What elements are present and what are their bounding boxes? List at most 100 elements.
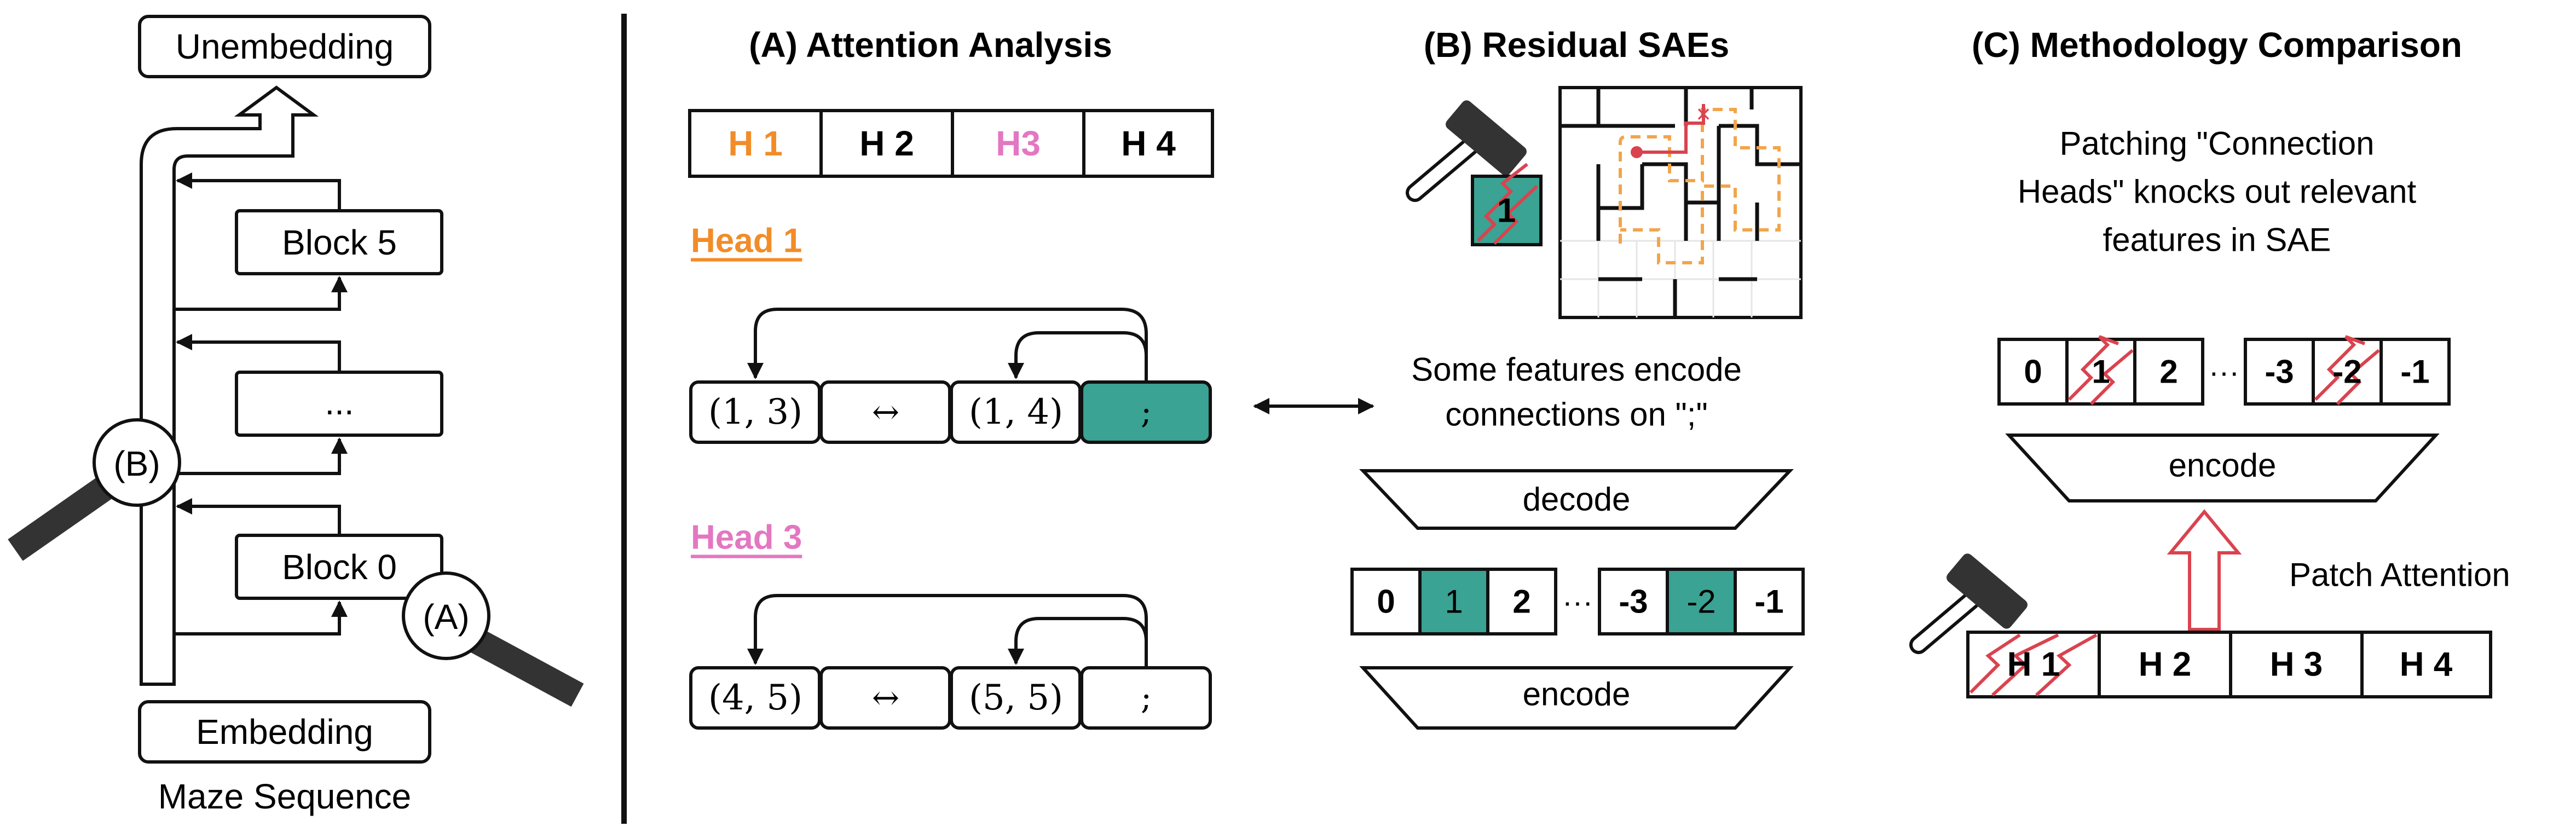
sae-cell — [2379, 338, 2451, 406]
maze-image: × — [1558, 86, 1803, 319]
encode-label-c: encode — [2169, 447, 2277, 484]
head-cell-3: H3 — [996, 124, 1041, 163]
write-arrow-block0 — [176, 498, 341, 535]
sae-cell-label: -3 — [1619, 583, 1648, 620]
patched-head-4: H 4 — [2400, 646, 2453, 684]
read-arrow-mid — [174, 437, 348, 475]
token-text: ↔ — [872, 393, 899, 431]
ellipsis-label: ... — [325, 383, 354, 422]
read-arrow-block5 — [174, 276, 348, 311]
token-text: ; — [1141, 393, 1152, 431]
token-text: (1, 3) — [708, 392, 802, 432]
magnifier-b-label: (B) — [113, 444, 160, 483]
panel-c-text-line3: features in SAE — [2103, 222, 2331, 258]
unembedding-box — [138, 15, 431, 78]
sae-cell-active — [1666, 568, 1737, 635]
sae-cell-label: -1 — [2400, 354, 2429, 390]
block5-label: Block 5 — [282, 223, 397, 262]
sae-cell-label: 1 — [2092, 354, 2110, 390]
patched-head-1: H 1 — [2007, 646, 2060, 684]
attention-arrow-short — [1008, 331, 1148, 382]
decode-trapezoid — [1359, 469, 1794, 530]
unembedding-label: Unembedding — [176, 27, 394, 66]
magnifier-a-label: (A) — [423, 597, 469, 637]
sae-cell — [1734, 568, 1805, 635]
maze-sequence-caption: Maze Sequence — [158, 777, 412, 816]
panel-b: (B) Residual SAEs 1 — [1350, 25, 1805, 730]
encode-label: encode — [1523, 676, 1631, 713]
read-arrow-block0 — [174, 600, 348, 635]
patch-attention-label: Patch Attention — [2289, 557, 2510, 593]
encode-trapezoid — [1359, 666, 1794, 730]
damage-zigzag — [1476, 163, 1528, 242]
head3-token-row: (4, 5) ↔ (5, 5) ; — [689, 594, 1212, 730]
attention-arrow-long — [747, 308, 1148, 382]
attention-arrow-short — [1008, 617, 1148, 668]
features-text-line2: connections on ";" — [1445, 396, 1708, 433]
hammer-icon — [1406, 100, 1527, 202]
sae-feature-row-patched: 0 1 2 ··· -3 -2 -1 — [1997, 335, 2451, 406]
features-text-line1: Some features encode — [1411, 351, 1742, 388]
transformer-diagram: Unembedding Block 5 ... Block 0 Embeddin… — [8, 15, 584, 816]
sae-cell — [1486, 568, 1557, 635]
token-text: ; — [1141, 679, 1152, 717]
token-text: (5, 5) — [969, 678, 1063, 718]
head1-token-row: (1, 3) ↔ (1, 4) ; — [689, 308, 1212, 444]
panel-b-title: (B) Residual SAEs — [1424, 25, 1729, 65]
panel-c-text-line1: Patching "Connection — [2059, 125, 2374, 162]
sae-cell — [2133, 338, 2204, 406]
head-cell-4: H 4 — [1121, 124, 1176, 163]
attention-arrow-long — [747, 594, 1148, 668]
block0-label: Block 0 — [282, 547, 397, 587]
maze-start-dot — [1631, 146, 1643, 158]
maze-solution-path — [1619, 108, 1781, 264]
head-cell-2: H 2 — [859, 124, 914, 163]
panel-c-title: (C) Methodology Comparison — [1972, 25, 2462, 65]
sae-cell — [1598, 568, 1669, 635]
magnifier-b-icon — [93, 418, 181, 507]
sae-cell-label: -2 — [1686, 583, 1716, 620]
patched-head-2: H 2 — [2139, 646, 2191, 684]
panel-c: (C) Methodology Comparison Patching "Con… — [1909, 25, 2510, 698]
sae-ellipsis: ··· — [1562, 585, 1593, 619]
panel-a-title: (A) Attention Analysis — [749, 25, 1112, 65]
head-cell-1: H 1 — [728, 124, 783, 163]
decode-label: decode — [1523, 481, 1631, 518]
hammer-icon-c — [1909, 553, 2028, 654]
token-text: (4, 5) — [708, 678, 802, 718]
patch-arrow — [2167, 509, 2242, 631]
hammered-feature-label: 1 — [1497, 192, 1516, 230]
embedding-box — [138, 700, 431, 764]
head1-label: Head 1 — [691, 222, 802, 260]
panel-c-text-line2: Heads" knocks out relevant — [2018, 174, 2417, 210]
sae-cell-label: 2 — [1512, 583, 1530, 620]
embedding-label: Embedding — [196, 712, 373, 752]
maze-red-path — [1637, 104, 1705, 154]
sae-cell-label: -1 — [1754, 583, 1783, 620]
magnifier-a-icon — [402, 571, 490, 660]
sae-cell-active — [1418, 568, 1489, 635]
head3-label: Head 3 — [691, 519, 802, 557]
magnifier-b-handle — [8, 473, 117, 561]
sae-cell-label: 2 — [2159, 354, 2178, 390]
write-arrow-block5 — [176, 172, 341, 211]
sae-ellipsis: ··· — [2209, 355, 2239, 389]
head-row: H 1 H 2 H3 H 4 — [688, 109, 1214, 178]
sae-cell-label: 0 — [2024, 354, 2042, 390]
maze-mark: × — [1696, 100, 1711, 128]
residual-stream — [140, 85, 319, 686]
sae-cell-label: 0 — [1377, 583, 1395, 620]
sae-cell — [1350, 568, 1422, 635]
sae-cell-label: -3 — [2265, 354, 2294, 390]
patched-head-3: H 3 — [2270, 646, 2323, 684]
token-text: ↔ — [872, 679, 899, 717]
encode-trapezoid-c — [2005, 434, 2440, 502]
sae-cell-label: 1 — [1445, 583, 1463, 620]
patched-head-row: H 1 H 2 H 3 H 4 — [1966, 631, 2492, 698]
write-arrow-mid — [176, 334, 341, 372]
sae-feature-row: 0 1 2 ··· -3 -2 -1 — [1350, 568, 1805, 635]
panel-a: (A) Attention Analysis H 1 H 2 H3 H 4 He… — [688, 25, 1374, 730]
magnifier-a-handle — [470, 628, 584, 707]
token-text: (1, 4) — [969, 392, 1063, 432]
